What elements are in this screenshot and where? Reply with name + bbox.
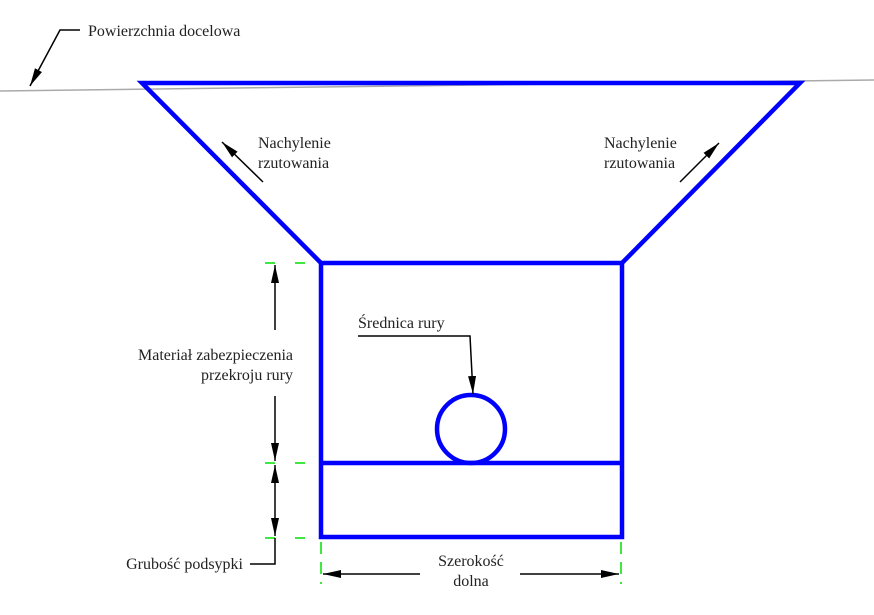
bottom-width-label-1: Szerokość <box>438 553 504 570</box>
trench-outline <box>136 80 806 540</box>
target-surface-leader <box>29 29 80 87</box>
bottom-width-label-2: dolna <box>453 573 489 590</box>
pipe-diameter-leader <box>358 335 477 395</box>
bedding-label: Grubość podsypki <box>126 556 243 573</box>
slope-left-arrow <box>221 141 264 183</box>
embedment-label-2: przekroju rury <box>201 367 293 384</box>
pipe-circle <box>434 392 508 466</box>
extension-lines <box>265 262 622 584</box>
bedding-dimension <box>250 465 279 565</box>
pipe-diameter-label: Średnica rury <box>358 313 445 332</box>
slope-right-label-2: rzutowania <box>604 155 675 172</box>
target-surface-label: Powierzchnia docelowa <box>88 23 240 40</box>
slope-right-label-1: Nachylenie <box>604 135 677 152</box>
slope-right-arrow <box>679 142 720 183</box>
embedment-label-1: Materiał zabezpieczenia <box>138 347 293 364</box>
slope-left-label-2: rzutowania <box>258 155 329 172</box>
slope-left-label-1: Nachylenie <box>258 135 331 152</box>
